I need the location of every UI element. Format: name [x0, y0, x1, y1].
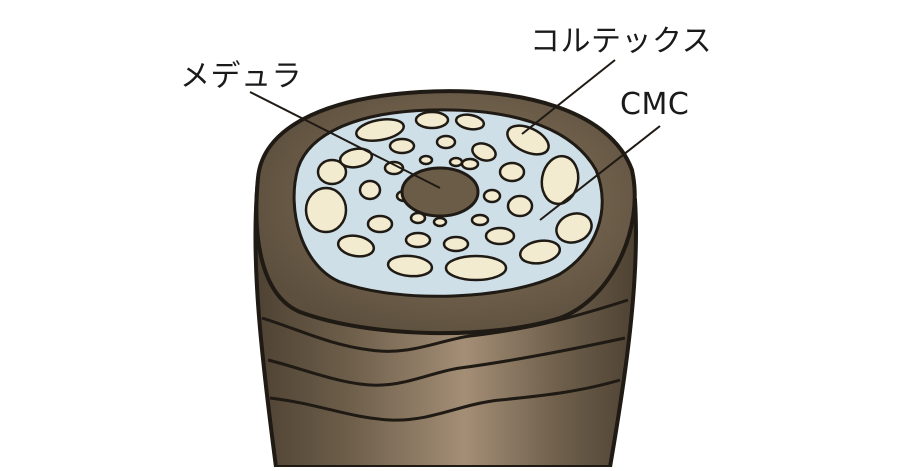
cortex-cell [414, 110, 450, 130]
cortex-cell [432, 216, 448, 228]
leader-line-cortex [521, 59, 616, 135]
cortex-label: コルテックス [530, 24, 713, 59]
cortex-cell [386, 254, 434, 278]
cortex-cell [506, 124, 550, 156]
cortex-cell [506, 194, 534, 218]
cortex-cell [454, 113, 486, 131]
cortex-cell [471, 142, 497, 162]
cortex-cell [304, 186, 348, 234]
cortex-cell [404, 231, 432, 249]
leader-line-cmc [539, 125, 661, 221]
cortex-cell [336, 234, 376, 258]
cortex-cells-group [304, 110, 593, 282]
cuticle-scale-line [269, 378, 621, 422]
cortex-cell [470, 213, 490, 227]
cortex-cell [418, 154, 434, 166]
cortex-cell [366, 214, 394, 234]
cortex-cell [355, 118, 405, 142]
medulla-core [400, 166, 480, 218]
cuticle-scale-line [267, 336, 626, 387]
cortex-cell [448, 156, 464, 168]
cortex-cell [383, 160, 405, 176]
cortex-cell [555, 212, 593, 244]
cortex-cell [338, 147, 374, 169]
cortex-cell [435, 134, 457, 150]
cortex-cell [484, 226, 516, 246]
leader-line-medulla [249, 91, 441, 189]
cortex-cell [540, 154, 580, 206]
medulla-label: メデュラ [180, 59, 302, 94]
cortex-cell [518, 239, 562, 265]
cortex-cell [482, 188, 502, 204]
cortex-cell [498, 161, 526, 183]
cortex-cell [388, 137, 416, 155]
cortex-cell [358, 179, 382, 201]
cmc-label: CMC [620, 87, 690, 122]
cortex-cell [444, 254, 508, 282]
cortex-cell [316, 158, 348, 186]
cortex-cell [460, 157, 480, 171]
cortex-cell [442, 235, 470, 253]
